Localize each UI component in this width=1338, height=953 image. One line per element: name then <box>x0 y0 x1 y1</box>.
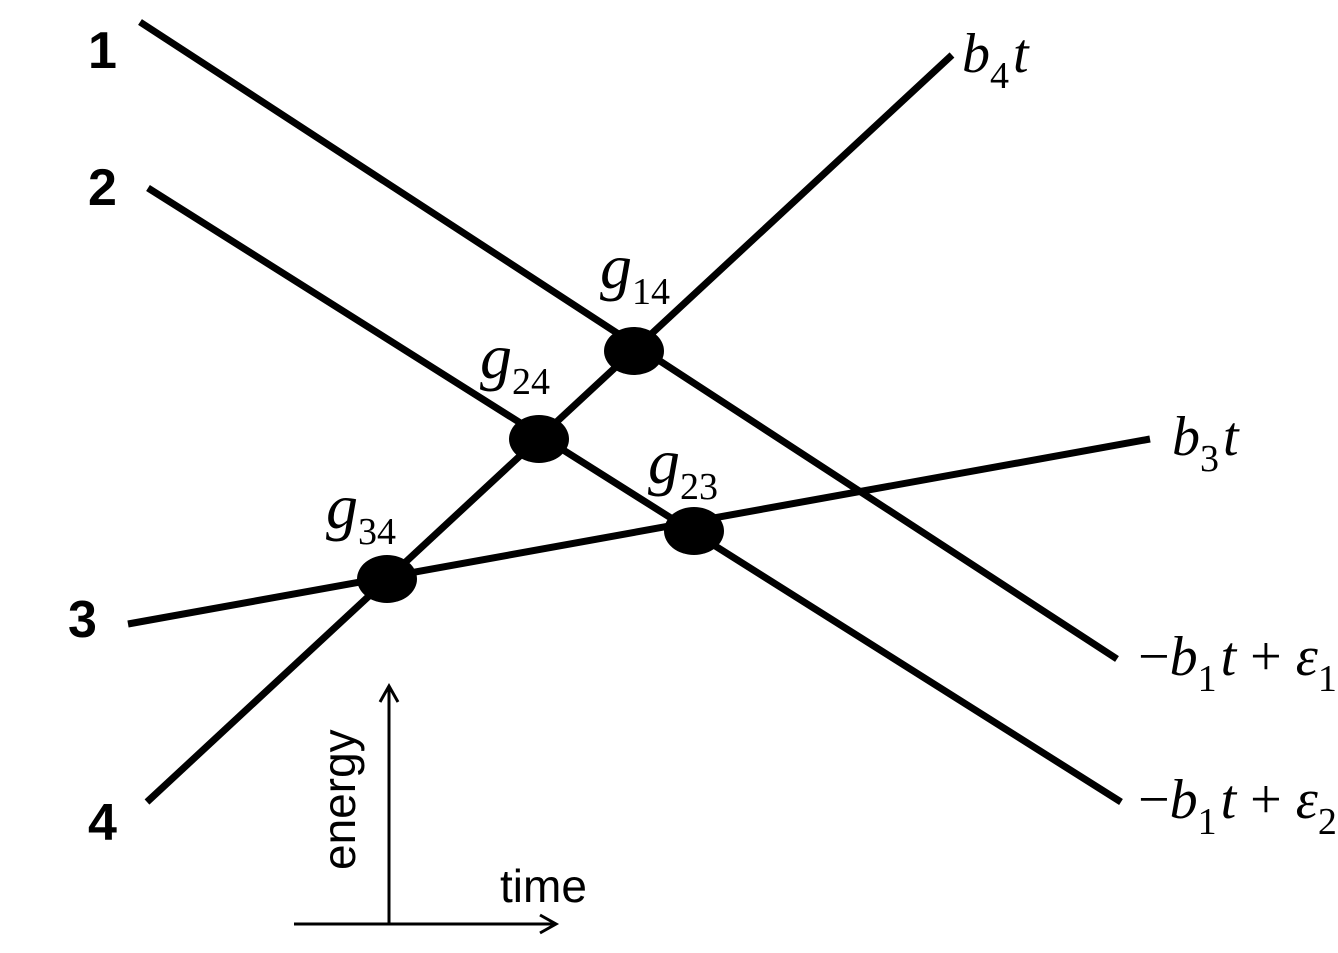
line-label-eps2: −b1t + ε2 <box>1138 769 1337 843</box>
line-label-eps1: −b1t + ε1 <box>1138 626 1337 700</box>
coupling-label-g14: g14 <box>600 231 670 313</box>
energy-axis-arrowhead <box>378 682 400 703</box>
level-label-1: 1 <box>88 22 117 80</box>
time-axis-arrowhead <box>539 913 560 935</box>
coupling-label-g34: g34 <box>326 471 396 553</box>
line-label-b4t: b4t <box>962 23 1030 97</box>
crossing-dot-g14 <box>604 327 664 375</box>
energy-axis-label: energy <box>313 729 365 870</box>
coupling-label-g23: g23 <box>648 426 718 508</box>
level-line-3 <box>127 435 1151 628</box>
crossing-dot-g34 <box>357 555 417 603</box>
level-label-3: 3 <box>68 591 97 649</box>
level-label-2: 2 <box>88 159 117 217</box>
level-line-2 <box>146 185 1123 805</box>
coupling-label-g24: g24 <box>480 321 550 403</box>
time-axis-label: time <box>500 860 587 912</box>
level-label-4: 4 <box>88 794 117 852</box>
line-label-b3t: b3t <box>1172 406 1240 480</box>
crossing-dot-g24 <box>509 415 569 463</box>
crossing-dot-g23 <box>664 507 724 555</box>
